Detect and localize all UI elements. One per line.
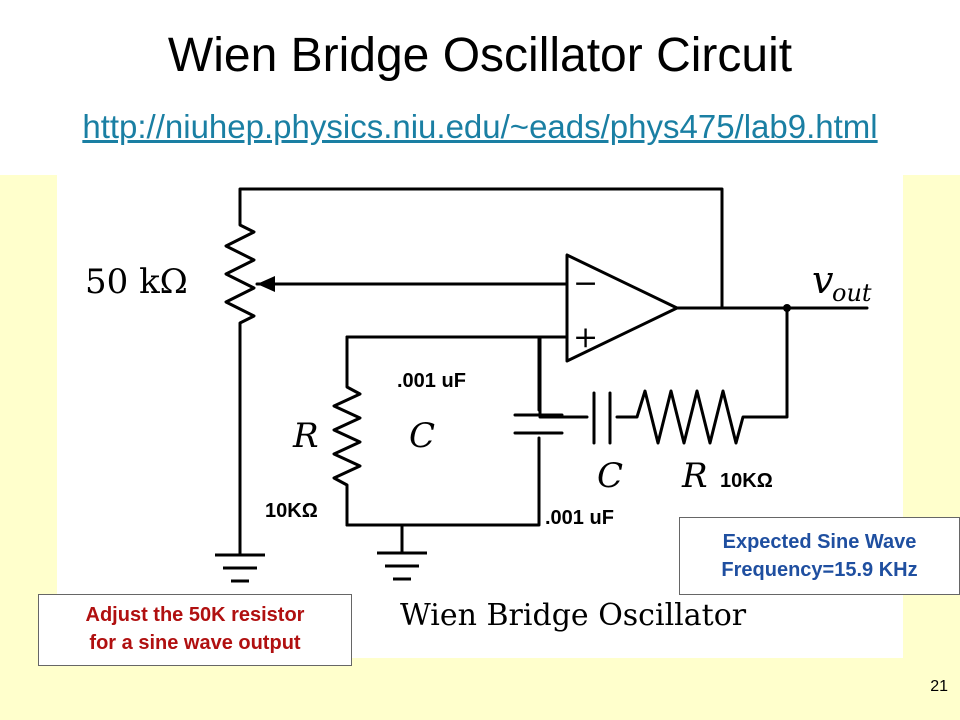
c1-label: C bbox=[409, 416, 435, 456]
cap-bottom-value: .001 uF bbox=[545, 507, 614, 529]
cap-top-value: .001 uF bbox=[397, 370, 466, 392]
res-left-value: 10KΩ bbox=[265, 500, 318, 522]
op-amp bbox=[565, 253, 679, 363]
frequency-note-line2: Frequency=15.9 KHz bbox=[721, 559, 918, 581]
op-amp-minus: − bbox=[573, 266, 598, 301]
potentiometer bbox=[224, 216, 256, 339]
resistor-r1 bbox=[332, 335, 362, 527]
series-wire-right bbox=[755, 306, 789, 419]
vout-label: v bbox=[812, 258, 834, 302]
op-amp-plus: + bbox=[573, 320, 598, 355]
r1-label: R bbox=[292, 416, 319, 456]
reference-link[interactable]: http://niuhep.physics.niu.edu/~eads/phys… bbox=[82, 108, 878, 145]
series-wire-left bbox=[538, 335, 589, 419]
diagram-caption: Wien Bridge Oscillator bbox=[400, 598, 747, 633]
res-right-value: 10KΩ bbox=[720, 470, 773, 492]
slide-title: Wien Bridge Oscillator Circuit bbox=[167, 29, 793, 82]
frequency-note-box: Expected Sine Wave Frequency=15.9 KHz bbox=[679, 517, 960, 595]
junction-dot bbox=[783, 304, 791, 312]
adjust-note-line1: Adjust the 50K resistor bbox=[85, 604, 305, 626]
resistor-r2 bbox=[615, 389, 759, 445]
vout-subscript: out bbox=[832, 279, 872, 307]
pot-label: 50 kΩ bbox=[85, 262, 188, 302]
c1-wire-bottom bbox=[345, 436, 541, 527]
adjust-note-line2: for a sine wave output bbox=[89, 632, 301, 654]
c2-label: C bbox=[597, 456, 623, 496]
circuit-diagram-panel: 50 kΩ v out − + R C C R Wien Bridge Osci… bbox=[57, 175, 903, 658]
frequency-note-line1: Expected Sine Wave bbox=[722, 531, 917, 553]
slide-number: 21 bbox=[930, 678, 948, 695]
adjust-note-box: Adjust the 50K resistor for a sine wave … bbox=[38, 594, 352, 666]
title-band bbox=[0, 0, 960, 175]
r2-label: R bbox=[681, 456, 708, 496]
feedback-wire bbox=[238, 187, 724, 310]
circuit-schematic: 50 kΩ v out − + R C C R Wien Bridge Osci… bbox=[85, 187, 872, 633]
pot-wiper-arrow bbox=[257, 276, 275, 292]
